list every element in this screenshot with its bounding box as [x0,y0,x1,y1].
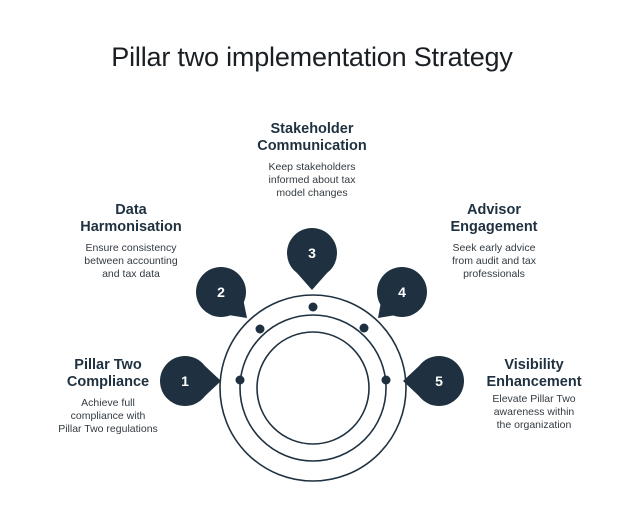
step-badge-5: 5 [403,356,464,406]
step-badge-3: 3 [287,228,337,290]
step-badge-2: 2 [196,267,247,319]
step-2-text: Data Harmonisation Ensure consistency be… [55,202,207,281]
step-2-desc-line3: and tax data [102,268,160,280]
step-3-text: Stakeholder Communication Keep stakehold… [226,121,398,200]
step-number-5: 5 [435,373,443,389]
step-1-desc-line1: Achieve full [81,397,135,409]
step-3-desc-line2: informed about tax [268,174,356,186]
step-4-text: Advisor Engagement Seek early advice fro… [418,202,570,281]
step-5-heading-line2: Enhancement [486,374,582,390]
ring-dot-4 [359,323,369,333]
step-5-heading-line1: Visibility [504,357,564,373]
step-4-heading-line1: Advisor [467,202,521,218]
step-1-text: Pillar Two Compliance Achieve full compl… [38,357,178,436]
page-title: Pillar two implementation Strategy [111,42,513,72]
step-5-heading: Visibility Enhancement [464,357,604,391]
step-5-text: Visibility Enhancement Elevate Pillar Tw… [464,357,604,432]
step-4-heading: Advisor Engagement [418,202,570,236]
inner-ring [256,331,370,445]
step-3-heading-line2: Communication [257,138,367,154]
step-5-desc-line3: the organization [496,419,572,431]
step-2-description: Ensure consistency between accounting an… [55,242,207,281]
step-badge-4: 4 [377,267,427,318]
step-3-desc-line1: Keep stakeholders [268,161,356,173]
step-4-desc-line2: from audit and tax [451,255,537,267]
step-1-desc-line2: compliance with [70,410,146,422]
ring-dot-2 [255,324,265,334]
step-number-4: 4 [398,284,406,300]
ring-dot-5 [381,375,391,385]
step-number-1: 1 [181,373,189,389]
step-4-heading-line2: Engagement [450,219,538,235]
step-4-desc-line1: Seek early advice [452,242,536,254]
step-3-desc-line3: model changes [276,187,348,199]
middle-ring [239,314,387,462]
step-5-desc-line2: awareness within [493,406,575,418]
step-5-description: Elevate Pillar Two awareness within the … [464,393,604,432]
step-1-heading: Pillar Two Compliance [38,357,178,391]
outer-ring [219,294,407,482]
step-1-desc-line3: Pillar Two regulations [58,423,158,435]
ring-dot-1 [235,375,245,385]
step-3-heading-line1: Stakeholder [270,121,354,137]
step-1-heading-line1: Pillar Two [74,357,142,373]
step-2-heading-line1: Data [115,202,147,218]
step-4-description: Seek early advice from audit and tax pro… [418,242,570,281]
step-3-description: Keep stakeholders informed about tax mod… [226,161,398,200]
step-2-heading-line2: Harmonisation [80,219,182,235]
step-3-heading: Stakeholder Communication [226,121,398,155]
step-1-heading-line2: Compliance [66,374,150,390]
step-number-3: 3 [308,245,316,261]
step-4-desc-line3: professionals [463,268,525,280]
step-5-desc-line1: Elevate Pillar Two [492,393,576,405]
step-number-2: 2 [217,284,225,300]
step-2-desc-line2: between accounting [84,255,178,267]
step-1-description: Achieve full compliance with Pillar Two … [38,397,178,436]
step-2-heading: Data Harmonisation [55,202,207,236]
step-2-desc-line1: Ensure consistency [85,242,177,254]
ring-dot-3 [308,302,318,312]
step-badge-1: 1 [160,356,221,406]
